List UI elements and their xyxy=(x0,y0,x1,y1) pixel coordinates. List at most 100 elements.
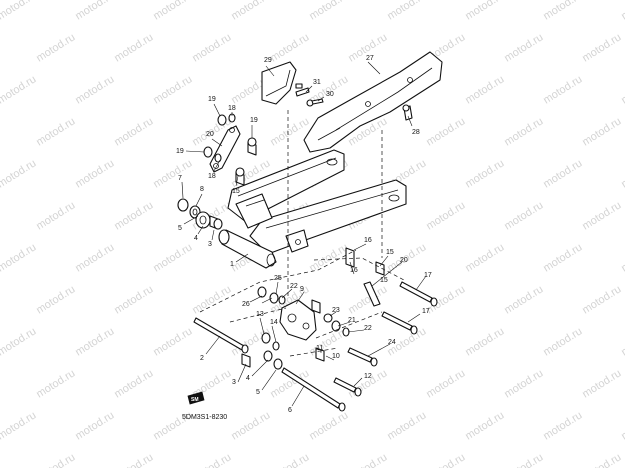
callout-7: 7 xyxy=(178,175,182,182)
watermark-text: motod.ru xyxy=(424,367,467,400)
watermark-text: motod.ru xyxy=(541,157,584,190)
watermark-text: motod.ru xyxy=(151,241,194,274)
watermark-text: motod.ru xyxy=(34,31,77,64)
callout-15-right: 15 xyxy=(386,249,394,256)
callout-28: 28 xyxy=(412,129,420,136)
callout-15-lower: 15 xyxy=(380,277,388,284)
watermark-text: motod.ru xyxy=(502,451,545,468)
callout-14: 14 xyxy=(270,319,278,326)
watermark-text: motod.ru xyxy=(580,367,623,400)
callout-10: 10 xyxy=(332,353,340,360)
callout-19-left: 19 xyxy=(176,148,184,155)
callout-16-upper: 16 xyxy=(364,237,372,244)
watermark-text: motod.ru xyxy=(346,451,389,468)
callout-labels: 29 31 30 27 28 19 18 19 20 19 18 15 7 8 … xyxy=(176,55,432,414)
callout-26: 26 xyxy=(242,301,250,308)
watermark-text: motod.ru xyxy=(112,31,155,64)
watermark-text: motod.ru xyxy=(73,241,116,274)
watermark-text: motod.ru xyxy=(619,241,625,274)
watermark-text: motod.ru xyxy=(73,409,116,442)
watermark-text: motod.ru xyxy=(463,325,506,358)
watermark-text: motod.ru xyxy=(229,409,272,442)
chain-case xyxy=(303,51,443,153)
callout-2: 2 xyxy=(200,355,204,362)
watermark-text: motod.ru xyxy=(541,0,584,23)
callout-22-right: 22 xyxy=(364,325,372,332)
watermark-text: motod.ru xyxy=(112,367,155,400)
badge-label: SM xyxy=(191,397,199,403)
watermark-text: motod.ru xyxy=(190,31,233,64)
watermark-text: motod.ru xyxy=(112,451,155,468)
callout-25: 25 xyxy=(274,275,282,282)
watermark-text: motod.ru xyxy=(34,115,77,148)
watermark-text: motod.ru xyxy=(502,367,545,400)
watermark-text: motod.ru xyxy=(580,451,623,468)
callout-5-lower: 5 xyxy=(256,389,260,396)
callout-11: 11 xyxy=(316,345,323,352)
drawing-code: 5DM3S1-8230 xyxy=(182,414,227,421)
callout-31: 31 xyxy=(313,79,321,86)
watermark-text: motod.ru xyxy=(268,451,311,468)
shock-link-upper xyxy=(203,113,257,186)
chain-case-bolt xyxy=(402,104,413,121)
watermark-text: motod.ru xyxy=(541,325,584,358)
watermark-text: motod.ru xyxy=(580,31,623,64)
watermark-text: motod.ru xyxy=(424,451,467,468)
callout-19-mid: 19 xyxy=(250,117,258,124)
callout-24: 24 xyxy=(388,339,396,346)
watermark-text: motod.ru xyxy=(0,73,38,106)
callout-9: 9 xyxy=(300,286,304,293)
watermark-text: motod.ru xyxy=(268,31,311,64)
callout-18-lower: 18 xyxy=(208,173,216,180)
relay-arm xyxy=(257,247,385,362)
callout-8: 8 xyxy=(200,186,204,193)
watermark-text: motod.ru xyxy=(463,409,506,442)
callout-13: 13 xyxy=(256,311,264,318)
guide-bolts xyxy=(295,83,324,107)
watermark-text: motod.ru xyxy=(34,199,77,232)
bolts xyxy=(193,281,438,412)
watermark-text: motod.ru xyxy=(502,115,545,148)
watermark-text: motod.ru xyxy=(0,241,38,274)
alignment-lines xyxy=(199,110,405,357)
watermark-text: motod.ru xyxy=(619,325,625,358)
watermark-text: motod.ru xyxy=(502,31,545,64)
watermark-text: motod.ru xyxy=(190,283,233,316)
callout-23: 23 xyxy=(332,307,340,314)
callout-1: 1 xyxy=(230,261,234,268)
watermark-text: motod.ru xyxy=(463,157,506,190)
watermark-text: motod.ru xyxy=(34,283,77,316)
watermark-text: motod.ru xyxy=(385,409,428,442)
watermark-text: motod.ru xyxy=(502,199,545,232)
watermark-text: motod.ru xyxy=(463,0,506,23)
watermark-text: motod.ru xyxy=(0,409,38,442)
callout-21: 21 xyxy=(348,317,356,324)
watermark-text: motod.ru xyxy=(34,451,77,468)
watermark-text: motod.ru xyxy=(502,283,545,316)
swingarm xyxy=(218,149,407,269)
leader-lines xyxy=(181,61,427,407)
callout-20-right: 20 xyxy=(400,257,408,264)
callout-29: 29 xyxy=(264,57,272,64)
callout-15-upper: 15 xyxy=(232,188,240,195)
watermark-text: motod.ru xyxy=(424,199,467,232)
watermark-text: motod.ru xyxy=(73,73,116,106)
watermark-text: motod.ru xyxy=(541,409,584,442)
callout-19-upper: 19 xyxy=(208,96,216,103)
watermark-text: motod.ru xyxy=(151,0,194,23)
watermark-text: motod.ru xyxy=(541,241,584,274)
watermark-text: motod.ru xyxy=(463,73,506,106)
callout-18-upper: 18 xyxy=(228,105,236,112)
watermark-text: motod.ru xyxy=(73,325,116,358)
watermark-text: motod.ru xyxy=(229,0,272,23)
callout-17-lower: 17 xyxy=(422,308,430,315)
watermark-text: motod.ru xyxy=(151,325,194,358)
pivot-collar-left xyxy=(177,198,223,230)
watermark-text: motod.ru xyxy=(34,367,77,400)
callout-16-lower: 16 xyxy=(350,267,358,274)
callout-4-lower: 4 xyxy=(246,375,250,382)
watermark-text: motod.ru xyxy=(0,325,38,358)
callout-5-upper: 5 xyxy=(178,225,182,232)
watermark-text: motod.ru xyxy=(151,73,194,106)
callout-30: 30 xyxy=(326,91,334,98)
